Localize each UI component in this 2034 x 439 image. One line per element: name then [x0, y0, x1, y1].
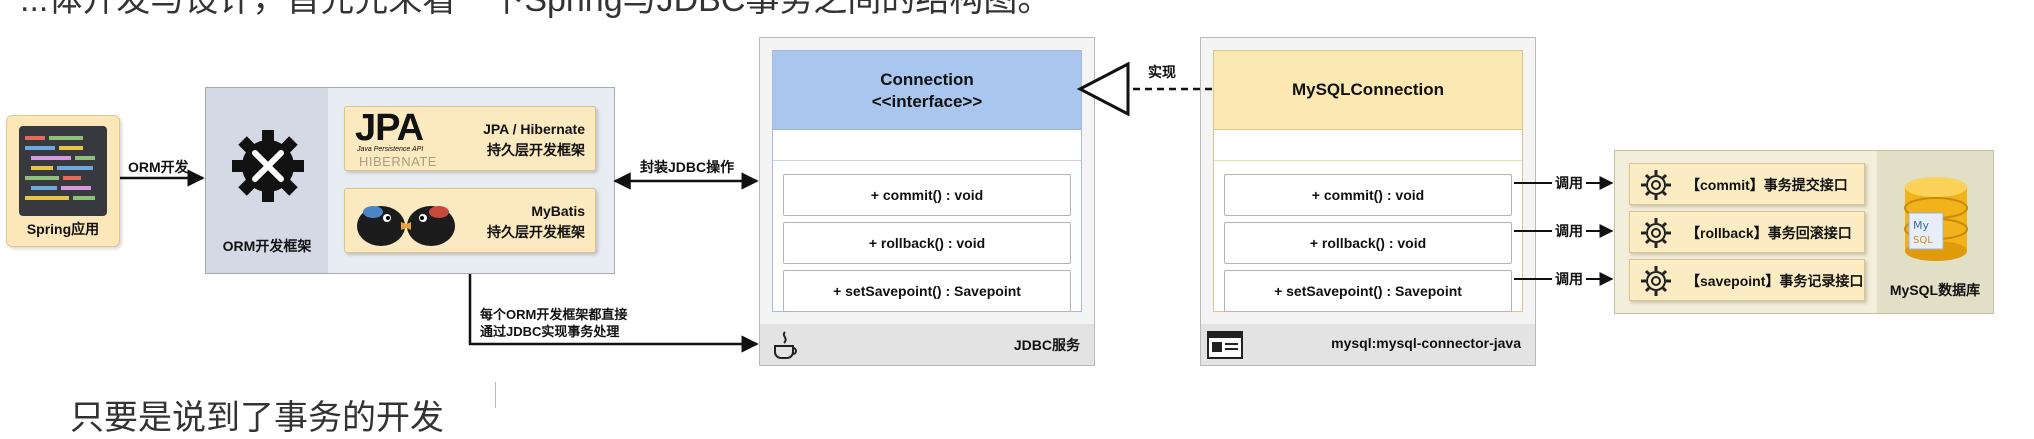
jdbc-method-setsavepoint: + setSavepoint() : Savepoint [783, 270, 1071, 312]
class-attributes-section [1214, 130, 1522, 161]
gear-icon [1641, 218, 1671, 248]
commit-interface-label: 【commit】事务提交接口 [1686, 177, 1848, 193]
interface-attributes-section [773, 130, 1081, 161]
orm-framework-container: ORM开发框架 JPA Java Persistence API HIBERNA… [205, 87, 615, 274]
savepoint-interface-label: 【savepoint】事务记录接口 [1686, 273, 1864, 289]
text-cursor-line [495, 382, 496, 408]
mysql-connector-footer: mysql:mysql-connector-java [1201, 324, 1535, 365]
orm-framework-label: ORM开发框架 [222, 238, 312, 254]
mysql-connection-header: MySQLConnection [1214, 51, 1522, 130]
jpa-hibernate-title: JPA / Hibernate [483, 121, 585, 137]
gear-icon [1641, 170, 1671, 200]
tools-gear-icon [232, 130, 304, 202]
hibernate-logo: HIBERNATE [359, 154, 437, 169]
mybatis-card: MyBatis 持久层开发框架 [344, 188, 596, 253]
call-label-commit: 调用 [1552, 173, 1586, 193]
mysql-database-label: MySQL数据库 [1889, 282, 1981, 298]
jpa-hibernate-card: JPA Java Persistence API HIBERNATE JPA /… [344, 106, 596, 171]
orm-framework-panel: ORM开发框架 [206, 88, 328, 273]
savepoint-interface-card: 【savepoint】事务记录接口 [1629, 259, 1865, 301]
rollback-interface-label: 【rollback】事务回滚接口 [1686, 225, 1852, 241]
call-label-savepoint: 调用 [1552, 269, 1586, 289]
jdbc-method-rollback: + rollback() : void [783, 222, 1071, 264]
partial-heading-text: ...体开发与设计，首先先来看一下Spring与JDBC事务之间的结构图。 [20, 0, 1052, 19]
call-label-rollback: 调用 [1552, 221, 1586, 241]
code-editor-icon [19, 126, 107, 216]
jdbc-service-container: Connection <<interface>> + commit() : vo… [759, 37, 1095, 366]
mybatis-title: MyBatis [531, 203, 585, 219]
connector-lines [120, 61, 1614, 353]
database-cylinder-icon: My SQL [1904, 177, 1968, 261]
jpa-hibernate-subtitle: 持久层开发框架 [487, 142, 585, 158]
mybatis-subtitle: 持久层开发框架 [487, 224, 585, 240]
arrow-orm-direct-jdbc [468, 274, 759, 353]
orm-note-line2: 通过JDBC实现事务处理 [480, 324, 620, 339]
mysql-connector-container: MySQLConnection + commit() : void + roll… [1200, 37, 1536, 366]
jpa-logo-subtitle: Java Persistence API [357, 146, 424, 153]
realization-arrowhead [1076, 61, 1130, 117]
wrap-jdbc-label: 封装JDBC操作 [640, 159, 735, 175]
jdbc-service-label: JDBC服务 [1013, 337, 1080, 353]
java-coffee-icon [774, 331, 797, 359]
mysql-method-commit: + commit() : void [1224, 174, 1512, 216]
orm-note-line1: 每个ORM开发框架都直接 [480, 307, 628, 322]
interface-name: Connection [880, 70, 974, 89]
interface-stereotype: <<interface>> [871, 92, 983, 111]
spring-app-label: Spring应用 [26, 221, 100, 237]
connection-interface-header: Connection <<interface>> [773, 51, 1081, 130]
mysql-database-panel: My SQL MySQL数据库 [1877, 151, 1993, 313]
package-card-icon [1207, 331, 1243, 359]
spring-app-node: Spring应用 [6, 115, 120, 247]
mysql-method-rollback: + rollback() : void [1224, 222, 1512, 264]
mysql-method-setsavepoint: + setSavepoint() : Savepoint [1224, 270, 1512, 312]
svg-text:My: My [1913, 219, 1929, 232]
connection-interface-box: Connection <<interface>> + commit() : vo… [772, 50, 1082, 312]
orm-dev-label: ORM开发 [128, 159, 189, 175]
mybatis-birds-icon [357, 206, 455, 246]
mysql-database-container: 【commit】事务提交接口 【rollback】事务回滚接口 【savepoi… [1614, 150, 1994, 314]
svg-text:SQL: SQL [1913, 235, 1933, 246]
commit-interface-card: 【commit】事务提交接口 [1629, 163, 1865, 205]
implements-label: 实现 [1148, 64, 1176, 80]
jdbc-footer: JDBC服务 [760, 324, 1094, 365]
jpa-logo: JPA [355, 107, 424, 149]
jdbc-method-commit: + commit() : void [783, 174, 1071, 216]
gear-icon [1641, 266, 1671, 296]
mysql-connector-label: mysql:mysql-connector-java [1331, 335, 1521, 351]
mysql-connection-class-box: MySQLConnection + commit() : void + roll… [1213, 50, 1523, 312]
rollback-interface-card: 【rollback】事务回滚接口 [1629, 211, 1865, 253]
